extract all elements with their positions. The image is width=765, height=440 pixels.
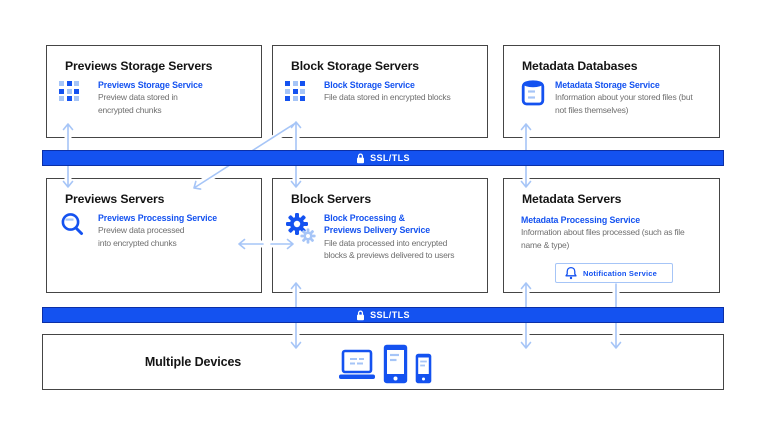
service-desc: File data processed into encrypted: [324, 237, 448, 248]
multiple-devices-label: Multiple Devices: [144, 355, 242, 369]
box-title: Metadata Databases: [522, 59, 638, 73]
database-icon: [521, 80, 545, 106]
multiple-devices-box: Multiple Devices: [42, 334, 724, 390]
box-title: Previews Servers: [65, 192, 165, 206]
service-desc: Preview data stored in: [98, 92, 178, 103]
ssl-tls-bar-lower: SSL/TLS: [42, 307, 724, 323]
lock-icon: [357, 309, 365, 320]
service-name: Previews Processing Service: [98, 213, 218, 223]
service-desc: Information about files processed (such …: [521, 227, 685, 238]
block-chunks-grid-icon: [285, 81, 324, 101]
device-icons: [338, 344, 432, 384]
service-name: Block Processing &: [324, 213, 405, 223]
block-storage-servers-box: Block Storage Servers Block Storage Serv…: [272, 45, 488, 138]
box-title: Block Servers: [291, 192, 372, 206]
box-title: Block Storage Servers: [291, 59, 419, 73]
previews-servers-box: Previews Servers Previews Processing Ser…: [46, 178, 262, 293]
service-name: Block Storage Service: [324, 80, 415, 90]
bell-icon: [565, 266, 577, 280]
tablet-icon: [383, 344, 408, 384]
preview-chunks-grid-icon: [59, 81, 98, 101]
service-desc: Preview data processed: [98, 225, 185, 236]
service-name: Metadata Processing Service: [521, 215, 641, 225]
service-desc: not files themselves): [555, 104, 629, 115]
ssl-label: SSL/TLS: [370, 310, 410, 320]
arrow-block-servers-to-previews-servers: [238, 238, 264, 250]
service-desc: name & type): [521, 239, 570, 250]
metadata-databases-box: Metadata Databases Metadata Storage Serv…: [503, 45, 720, 138]
service-desc: File data stored in encrypted blocks: [324, 92, 451, 103]
service-name: Metadata Storage Service: [555, 80, 660, 90]
laptop-icon: [339, 349, 375, 379]
box-title: Previews Storage Servers: [65, 59, 213, 73]
notification-service-box: Notification Service: [555, 263, 673, 283]
service-desc: into encrypted chunks: [98, 237, 177, 248]
magnifier-icon: [61, 213, 83, 235]
service-name: Previews Storage Service: [98, 80, 203, 90]
arrow-previews-servers-to-block-servers: [270, 238, 294, 250]
service-desc: encrypted chunks: [98, 104, 162, 115]
box-title: Metadata Servers: [522, 192, 622, 206]
ssl-label: SSL/TLS: [370, 153, 410, 163]
block-servers-box: Block Servers: [272, 178, 488, 293]
service-desc: blocks & previews delivered to users: [324, 249, 455, 260]
notification-service-label: Notification Service: [583, 268, 658, 278]
phone-icon: [415, 353, 432, 384]
previews-storage-servers-box: Previews Storage Servers Previews Storag…: [46, 45, 262, 138]
lock-icon: [357, 152, 365, 163]
service-name: Previews Delivery Service: [324, 225, 431, 236]
service-desc: Information about your stored files (but: [555, 92, 693, 103]
ssl-tls-bar-upper: SSL/TLS: [42, 150, 724, 166]
gears-icon: [286, 213, 316, 244]
